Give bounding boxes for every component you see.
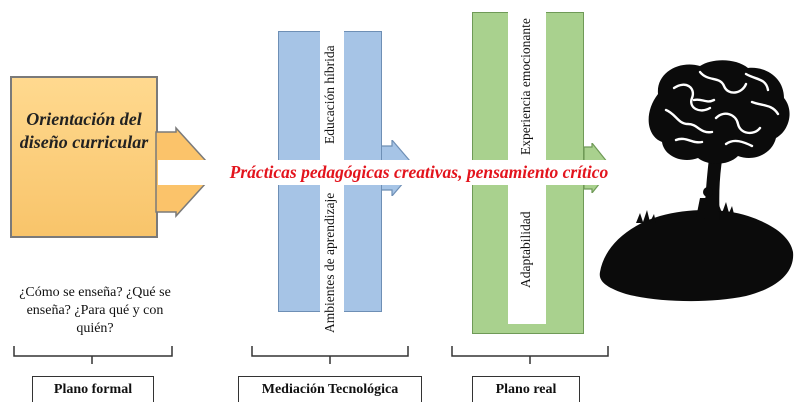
banner-background [158,160,678,185]
real-plane-label: Plano real [472,376,580,402]
curriculum-orientation-title: Orientación del diseño curricular [19,109,149,152]
brain-tree-island-icon [599,60,794,302]
creative-practices-banner: Prácticas pedagógicas creativas, pensami… [229,162,609,182]
adaptability-label: Adaptabilidad [518,211,533,289]
guiding-questions: ¿Cómo se enseña? ¿Qué se enseña? ¿Para q… [19,285,171,336]
curriculum-orientation-box [10,76,158,238]
exciting-experience-label: Experiencia emocionante [518,18,533,156]
hybrid-education-label: Educación híbrida [322,45,337,145]
tech-mediation-label: Mediación Tecnológica [238,376,422,402]
grouping-braces [13,346,609,364]
learning-environments-label: Ambientes de aprendizaje [322,192,337,334]
formal-plane-label: Plano formal [32,376,154,402]
